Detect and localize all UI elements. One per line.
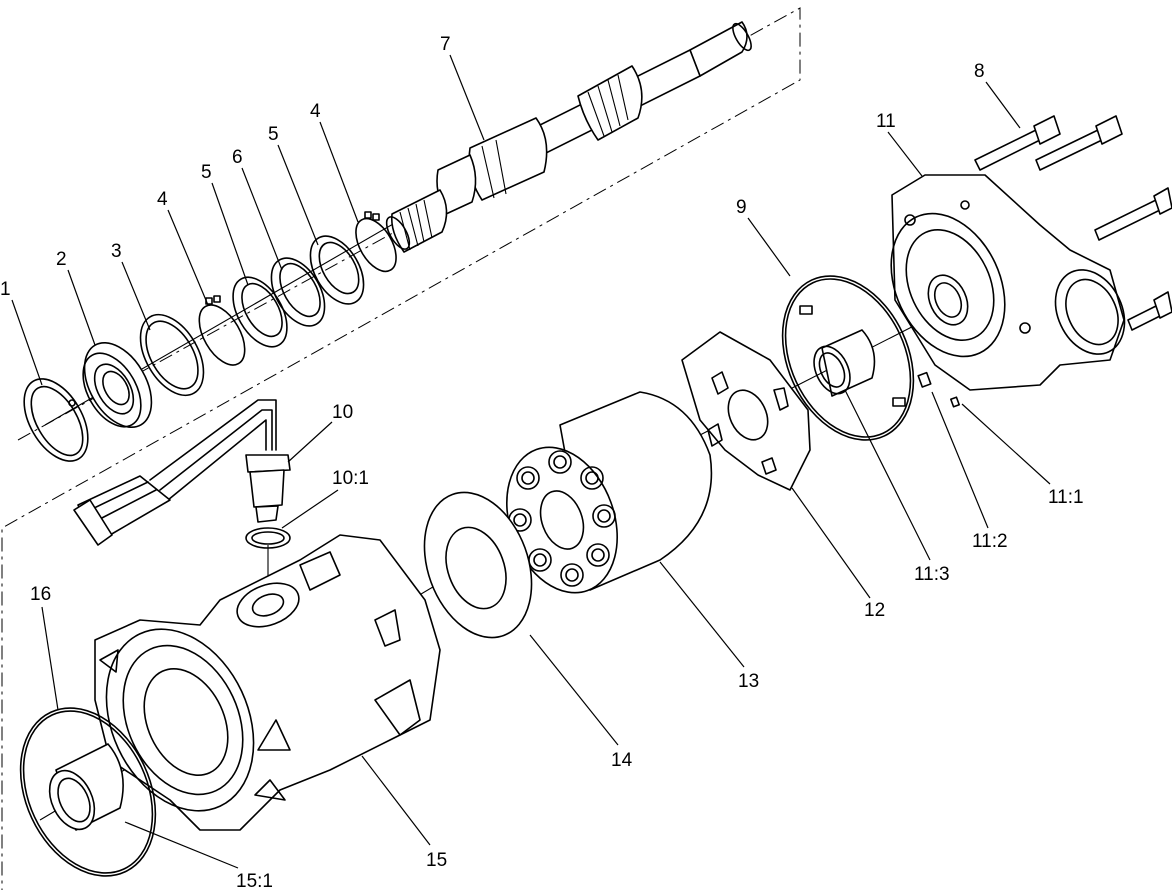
callout-15-1: 15:1: [236, 871, 273, 892]
callout-4-a: 4: [157, 189, 168, 210]
callout-5-b: 5: [268, 124, 279, 145]
callout-8: 8: [974, 61, 985, 82]
callout-11-3: 11:3: [914, 564, 950, 585]
part-8-bolts: [974, 115, 1172, 331]
callout-4-b: 4: [310, 101, 321, 122]
part-6-washer: [270, 257, 326, 327]
callout-16: 16: [30, 584, 51, 605]
callout-11-2: 11:2: [972, 531, 1008, 552]
part-11-end-cover: [890, 174, 1126, 391]
part-4-circlip-a: [198, 295, 246, 366]
callout-9: 9: [736, 197, 747, 218]
part-11-pins: [917, 371, 960, 408]
callout-10-1: 10:1: [332, 468, 369, 489]
callout-2: 2: [56, 249, 67, 270]
callout-1: 1: [0, 279, 11, 300]
leader-lines: [11, 54, 1051, 869]
callout-labels: 1 2 3 4 5 6 5 4 7 8 11 9 10 10:1 11:1 11…: [0, 34, 1084, 892]
part-10-1-o-ring: [245, 527, 291, 549]
callout-5-a: 5: [201, 162, 212, 183]
part-9-gasket: [781, 275, 915, 441]
part-11-3-needle-bearing: [813, 329, 876, 397]
part-13-cylinder-block: [506, 391, 713, 594]
part-7-shaft: [385, 21, 752, 253]
part-3-ring: [139, 313, 205, 397]
part-5-washer-a: [232, 276, 288, 348]
callout-6: 6: [232, 147, 243, 168]
part-12-valve-plate: [681, 331, 811, 491]
callout-10: 10: [332, 402, 353, 423]
part-14-thrust-plate: [423, 491, 533, 639]
part-15-1-needle-bearing: [48, 743, 124, 831]
callout-14: 14: [611, 750, 633, 771]
callout-11-1: 11:1: [1048, 487, 1084, 508]
part-16-gasket: [19, 707, 157, 877]
callout-11: 11: [876, 111, 896, 132]
callout-15: 15: [426, 850, 447, 871]
part-1-snap-ring: [23, 378, 89, 462]
callout-3: 3: [111, 241, 122, 262]
callout-13: 13: [738, 671, 759, 692]
part-5-washer-b: [309, 235, 365, 305]
part-4-circlip-b: [355, 211, 397, 273]
part-15-housing: [94, 534, 441, 831]
callout-7: 7: [440, 34, 451, 55]
callout-12: 12: [864, 600, 885, 621]
part-2-bearing: [82, 341, 153, 429]
part-10-sensor: [73, 399, 291, 546]
